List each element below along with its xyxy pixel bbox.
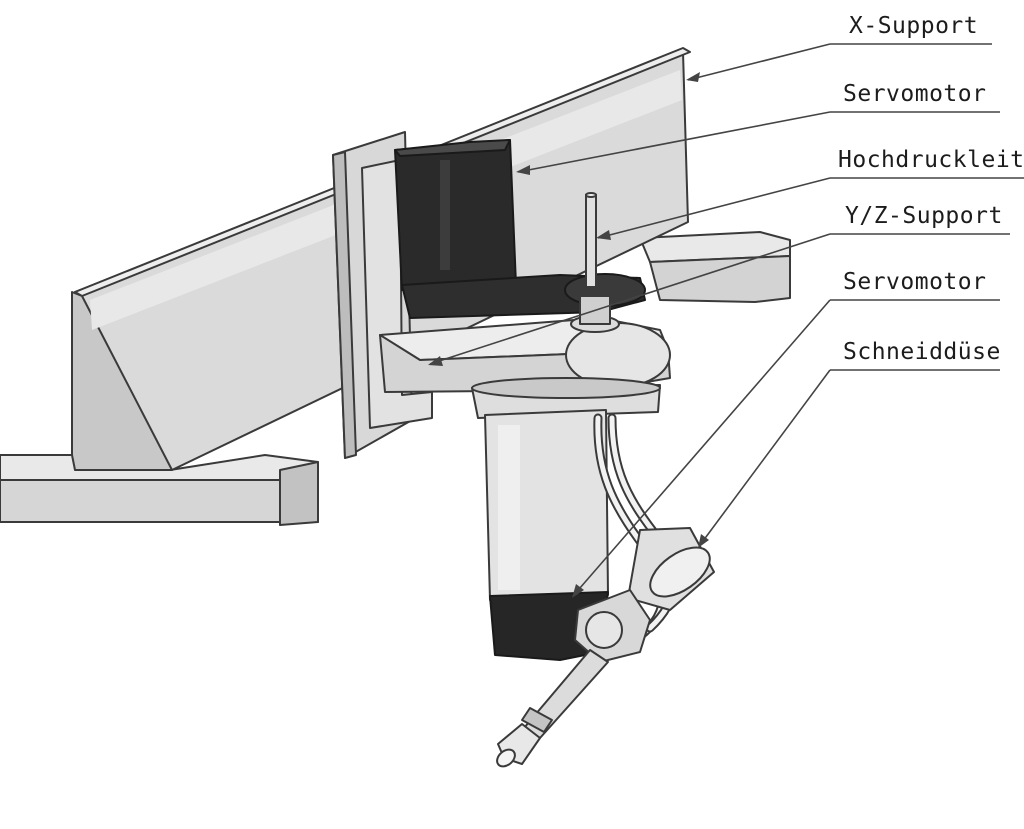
- leader-servomotor-top: [517, 111, 831, 173]
- servomotor-top-assembly: [394, 139, 646, 333]
- beam-foot-left-front: [0, 479, 319, 523]
- high-pressure-rod: [585, 194, 597, 288]
- beam-web-end: [71, 291, 173, 471]
- leader-servomotor-bottom: [572, 299, 831, 597]
- yz-support-bracket: [332, 131, 671, 459]
- nozzle-swivel-joint: [585, 611, 623, 649]
- nozzle-bell-rim: [649, 546, 711, 598]
- label-x-support: X-Support: [849, 13, 979, 39]
- servomotor-bottom-highlight: [498, 425, 520, 590]
- servomotor-top-body: [394, 139, 517, 291]
- arrow-yz-support: [428, 356, 443, 366]
- beam-foot-right-front: [649, 255, 791, 303]
- label-schneidduese: Schneiddüse: [843, 339, 1001, 365]
- leader-hochdruck: [597, 177, 831, 239]
- label-yz-support: Y/Z-Support: [845, 203, 1003, 229]
- beam-foot-right-top: [639, 231, 791, 263]
- leader-x-support: [687, 43, 831, 81]
- arrow-schneidduese: [698, 534, 709, 548]
- high-pressure-pipe: [585, 192, 597, 288]
- nozzle-tip-end: [496, 748, 516, 768]
- label-servomotor-bottom: Servomotor: [843, 269, 987, 295]
- cutting-nozzle-assembly: [496, 527, 715, 768]
- leader-lines: [429, 43, 1024, 597]
- arrow-x-support: [686, 72, 700, 82]
- arrow-servomotor-bottom: [572, 584, 584, 598]
- rotary-head: [471, 377, 661, 661]
- arrow-hochdruck: [596, 230, 611, 240]
- high-pressure-rod-top: [585, 192, 597, 198]
- rotary-flange-ring: [471, 377, 661, 399]
- leader-arrowheads: [428, 72, 709, 598]
- label-hochdruckleitung: Hochdruckleitu: [838, 147, 1024, 173]
- servomotor-top-cap: [394, 139, 511, 157]
- leader-schneidduese: [699, 369, 831, 546]
- servomotor-top-shine: [440, 160, 450, 270]
- leader-yz-support: [429, 233, 831, 365]
- label-servomotor-top: Servomotor: [843, 81, 987, 107]
- beam-foot-left-side: [279, 461, 319, 526]
- nozzle-tube-collar: [521, 707, 553, 733]
- arrow-servomotor-top: [516, 165, 530, 175]
- bracket-back-plate-edge: [332, 151, 357, 459]
